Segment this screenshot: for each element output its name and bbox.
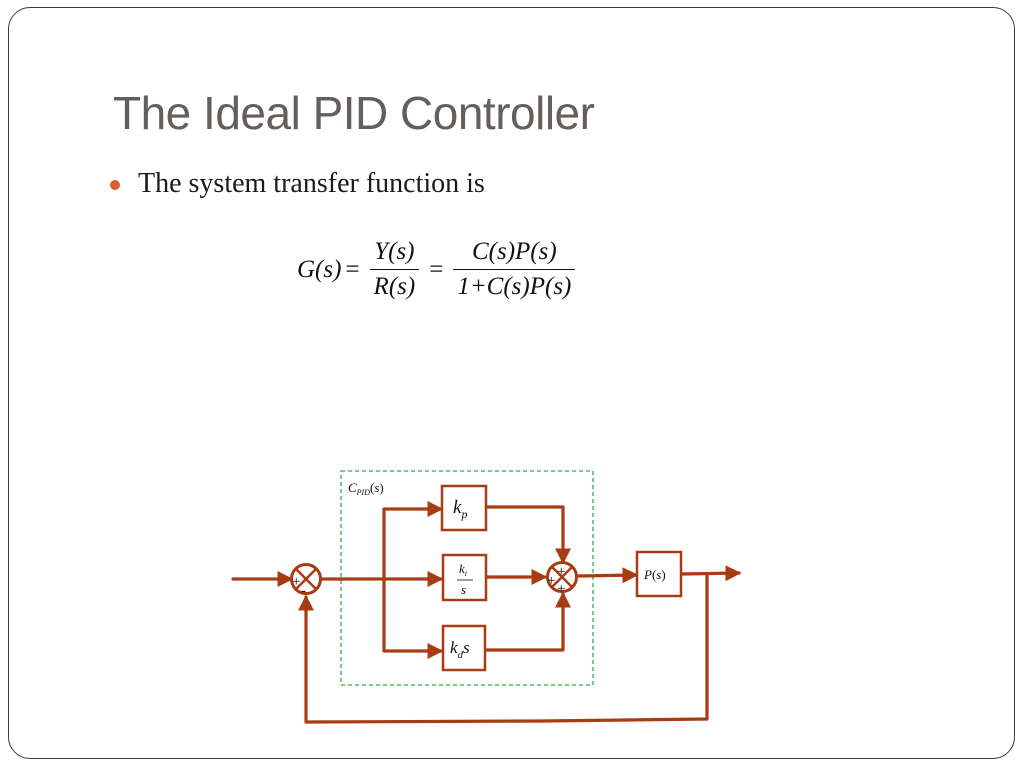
ki-denominator: s (461, 582, 466, 597)
controller-to-plant-line (577, 567, 639, 584)
fraction-closed-loop: C(s)P(s) 1+C(s)P(s) (453, 238, 576, 301)
plant-label: P(s) (643, 567, 666, 582)
fraction-numerator: Y(s) (374, 238, 415, 265)
kp-block: kp (440, 484, 488, 532)
kd-label: kds (450, 638, 470, 661)
fraction-denominator: R(s) (369, 269, 420, 301)
fraction-denominator: 1+C(s)P(s) (453, 269, 576, 301)
branch-to-kd-line (382, 577, 444, 659)
output-signal-line (680, 565, 742, 582)
ki-numerator: ki (459, 561, 467, 578)
controller-dashed-box (340, 470, 594, 686)
kp-to-sum-line (484, 505, 571, 565)
controller-label: CPID(s) (348, 480, 384, 497)
equation-lhs: G(s) (297, 255, 342, 283)
kd-to-sum-line (484, 591, 571, 652)
equals-sign: = (429, 255, 444, 283)
plant-block: P(s) (635, 550, 683, 598)
fraction-output-input: Y(s) R(s) (369, 238, 420, 301)
fraction-numerator: C(s)P(s) (471, 238, 557, 265)
sum1-minus-sign: - (301, 583, 306, 599)
summing-junction-2: + + + (546, 561, 578, 597)
kp-label: kp (453, 497, 467, 521)
bullet-text: The system transfer function is (138, 168, 485, 199)
sum1-plus-sign: + (292, 574, 300, 590)
sum2-plus-top: + (557, 564, 565, 580)
summing-junction-1: + - (290, 563, 322, 599)
equals-sign: = (345, 255, 360, 283)
slide-title: The Ideal PID Controller (113, 87, 595, 139)
sum2-plus-left: + (547, 573, 555, 589)
transfer-function-equation: G(s) = Y(s) R(s) = C(s)P(s) 1+C(s)P(s) (297, 238, 581, 301)
ki-block: ki s (441, 553, 488, 602)
bullet-item: The system transfer function is (110, 168, 485, 200)
feedback-line (298, 572, 709, 724)
slide-frame (8, 7, 1015, 759)
branch-to-kp-line (382, 501, 444, 581)
sum2-plus-bottom: + (557, 581, 565, 597)
bullet-dot-icon (110, 180, 120, 190)
kd-block: kds (441, 624, 487, 672)
